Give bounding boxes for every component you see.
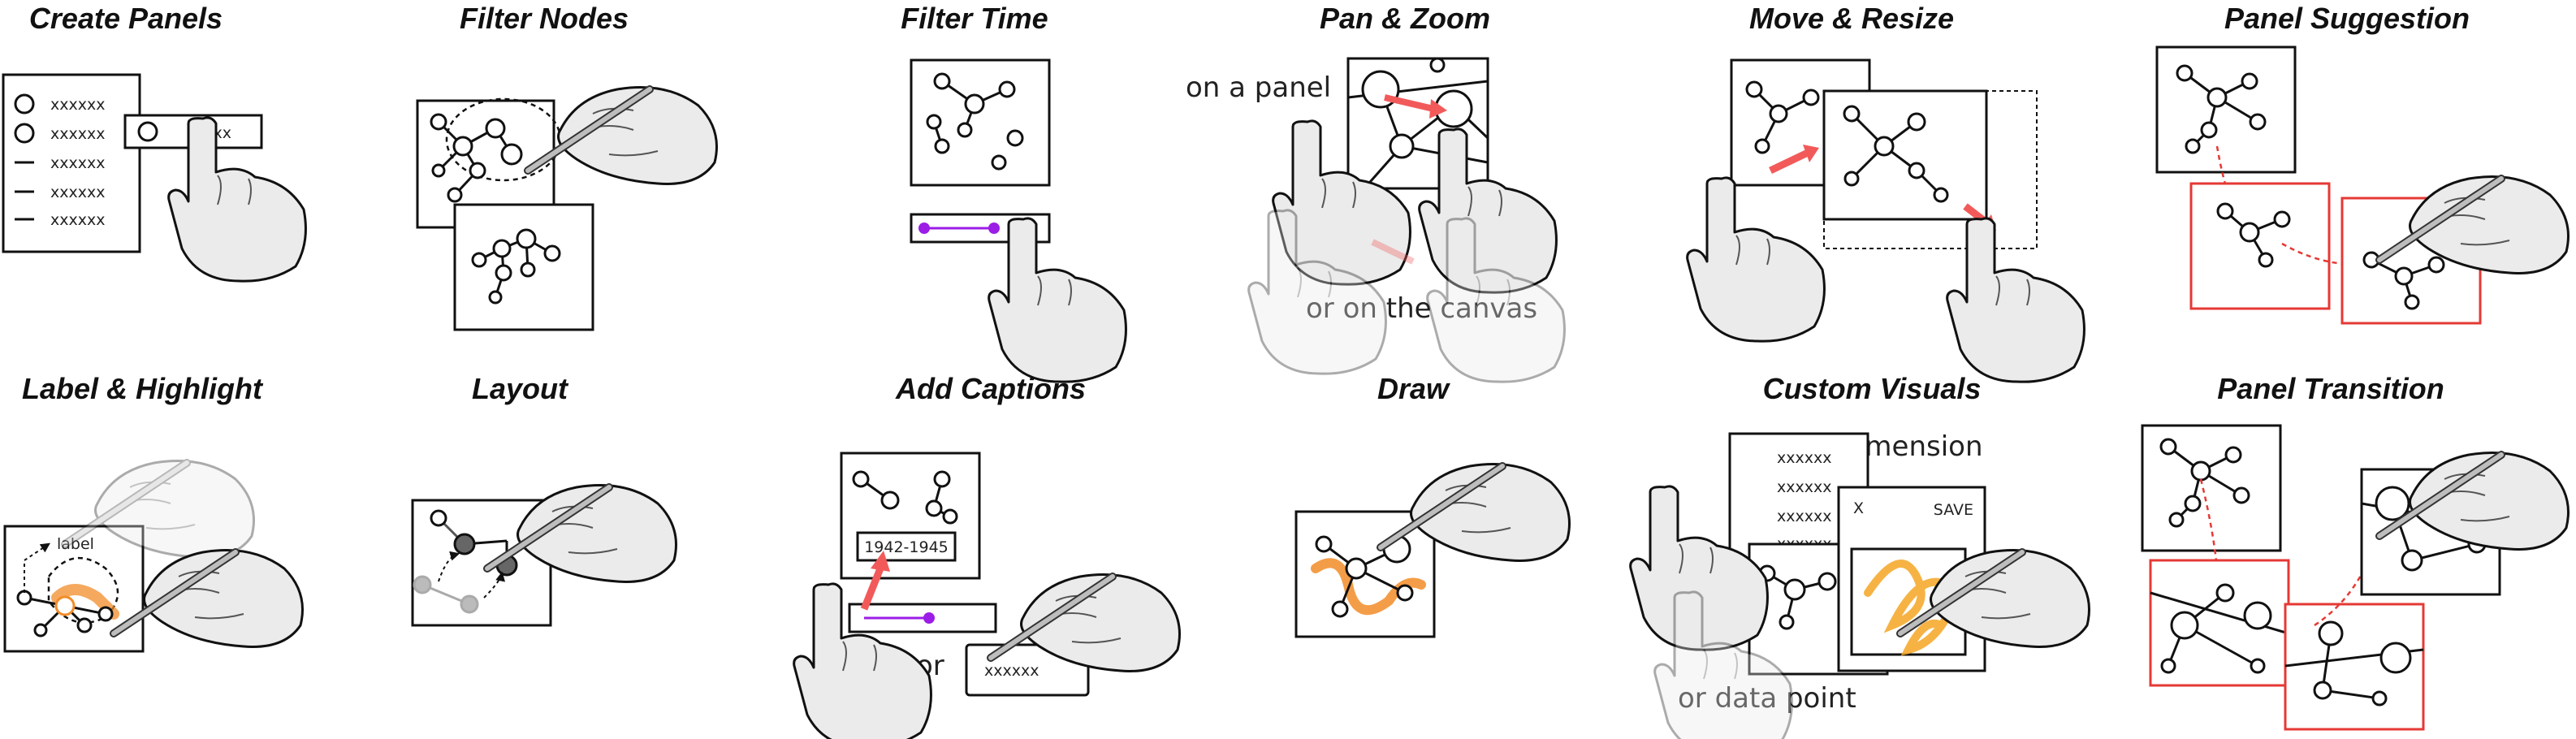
typed-caption-text: xxxxxx — [984, 662, 1039, 680]
create-panels-illustration: xxxxxx xxxxxx xxxxxx xxxxxx xxxxxx xxxx — [2, 73, 307, 283]
add-captions-illustration: 1942-1945 xxxxxx — [793, 452, 1186, 739]
cv-list-item-1: xxxxxx — [1777, 449, 1831, 467]
list-item-3: xxxxxx — [50, 154, 105, 172]
title-filter-time: Filter Time — [901, 2, 1048, 35]
caption-text: 1942-1945 — [864, 538, 949, 556]
panel-transition-illustration — [2141, 424, 2574, 731]
list-item-2: xxxxxx — [50, 125, 105, 143]
list-item-4: xxxxxx — [50, 184, 105, 201]
cv-list-item-2: xxxxxx — [1777, 478, 1831, 496]
pan-zoom-illustration — [1247, 57, 1566, 383]
filter-time-illustration — [910, 58, 1127, 383]
title-create-panels: Create Panels — [28, 2, 223, 35]
title-layout: Layout — [471, 372, 568, 405]
title-custom-visuals: Custom Visuals — [1762, 372, 1982, 405]
close-button[interactable]: X — [1853, 499, 1864, 517]
title-panel-suggestion: Panel Suggestion — [2224, 2, 2470, 35]
title-pan-zoom: Pan & Zoom — [1319, 2, 1490, 35]
move-resize-illustration — [1686, 58, 2085, 383]
pan-zoom-on-panel-label: on a panel — [1186, 71, 1332, 104]
filter-nodes-illustration — [416, 65, 731, 331]
draw-illustration — [1294, 455, 1584, 638]
label-highlight-illustration: label — [3, 455, 309, 653]
title-panel-transition: Panel Transition — [2217, 372, 2444, 405]
layout-illustration — [411, 463, 698, 627]
list-item-1: xxxxxx — [50, 96, 105, 114]
panel-suggestion-illustration — [2155, 45, 2566, 325]
list-item-5: xxxxxx — [50, 211, 105, 229]
save-button[interactable]: SAVE — [1934, 501, 1973, 519]
cv-list-item-3: xxxxxx — [1777, 508, 1831, 525]
title-label-highlight: Label & Highlight — [22, 372, 262, 405]
title-filter-nodes: Filter Nodes — [459, 2, 629, 35]
custom-visuals-illustration: xxxxxx xxxxxx xxxxxx xxxxxx X SAVE — [1629, 432, 2055, 739]
title-draw: Draw — [1377, 372, 1450, 405]
title-move-resize: Move & Resize — [1748, 2, 1955, 35]
